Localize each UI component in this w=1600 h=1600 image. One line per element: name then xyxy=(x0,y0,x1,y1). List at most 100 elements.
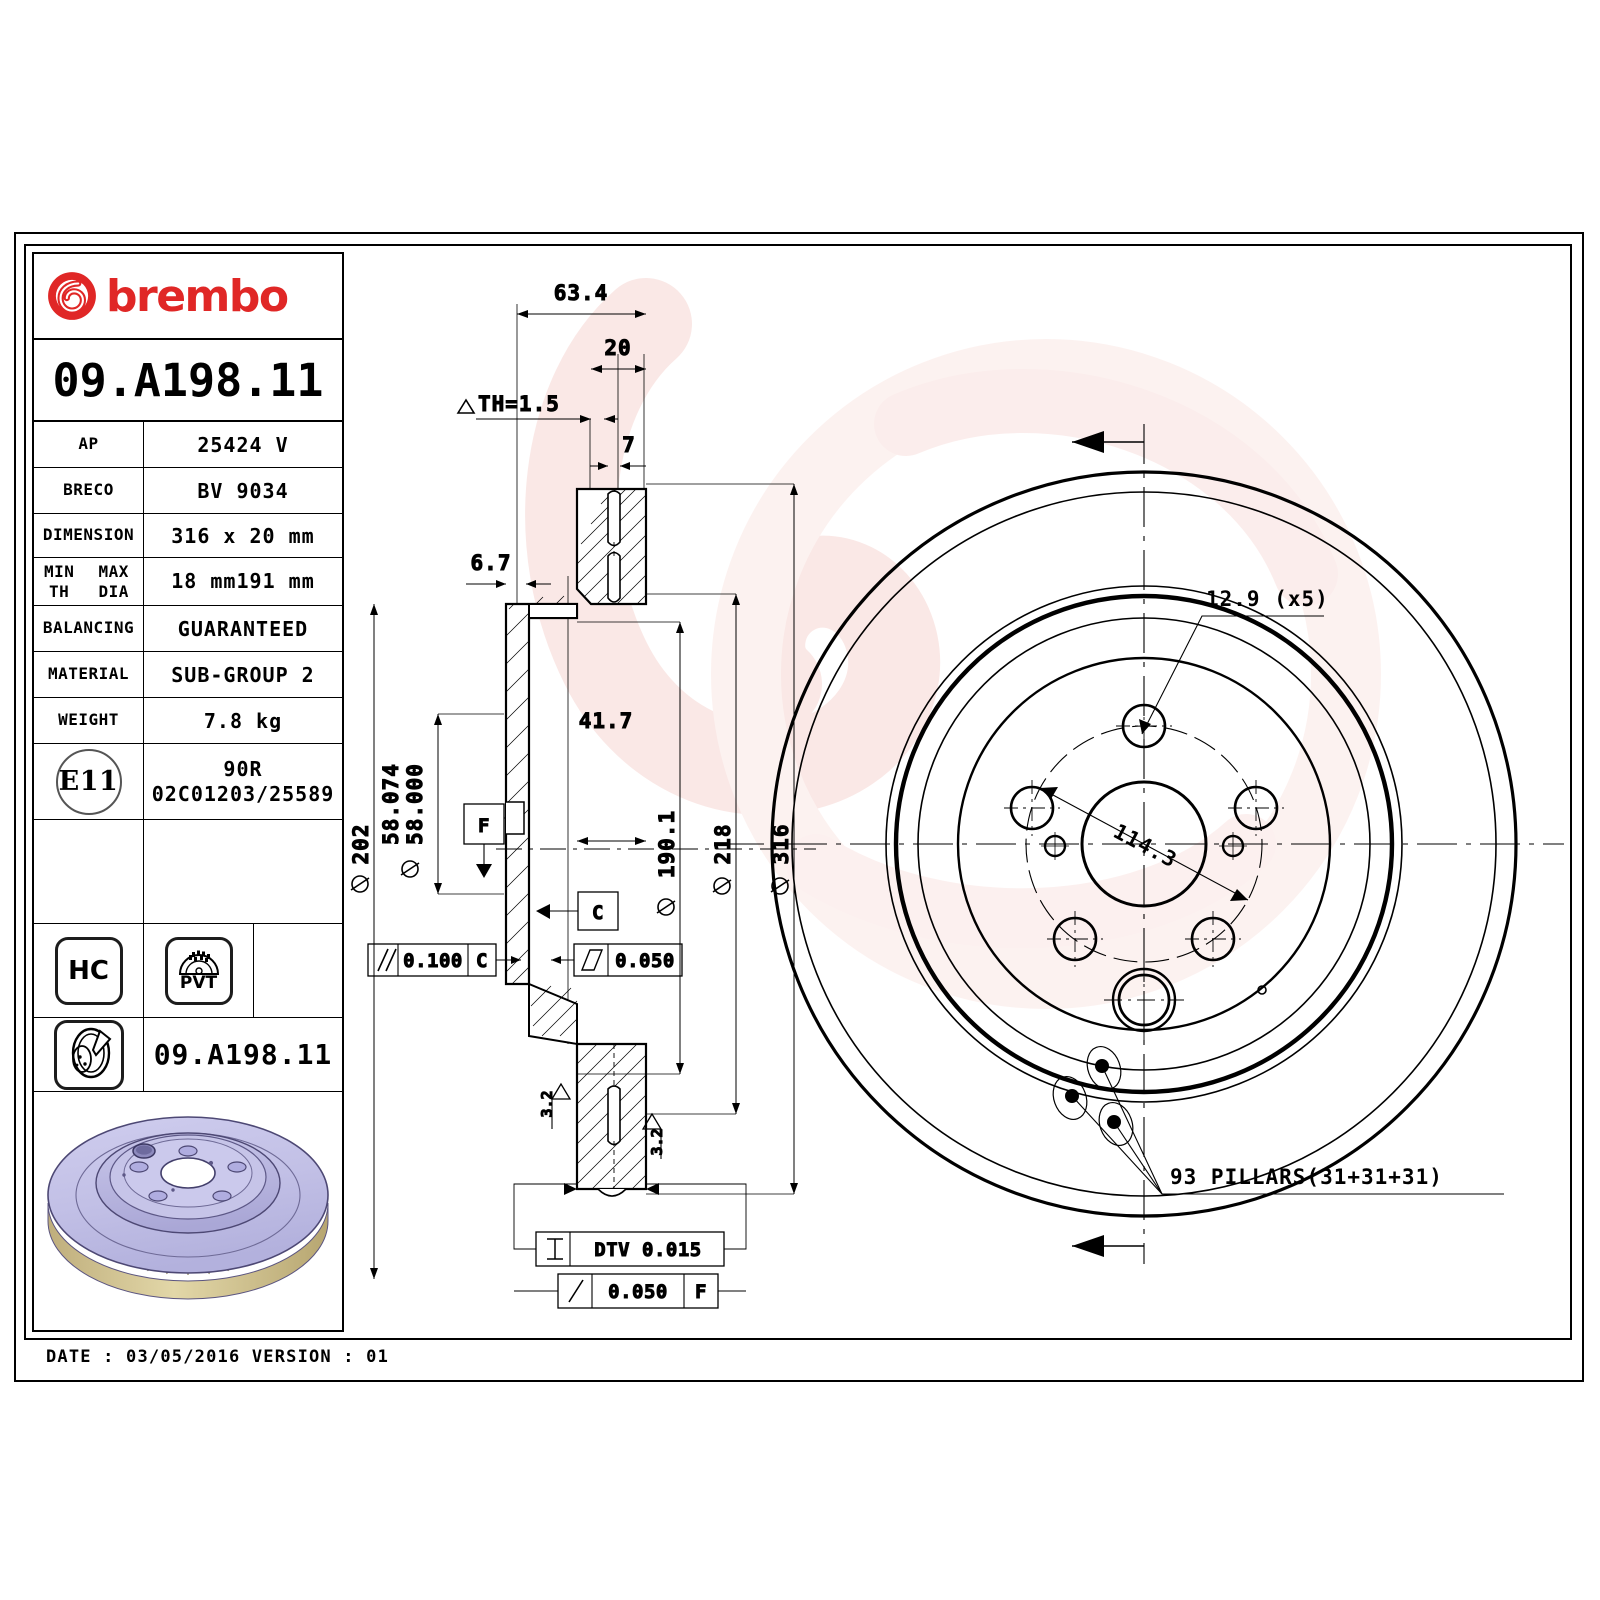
brake-disc-icon xyxy=(53,1019,124,1090)
tol-flatness-value: 0.050 xyxy=(615,950,675,972)
drawing-canvas: 63.4 20 TH=1.5 xyxy=(346,244,1572,1340)
date-version-footer: DATE : 03/05/2016 VERSION : 01 xyxy=(46,1347,390,1367)
row-value-material: SUB-GROUP 2 xyxy=(171,662,315,687)
pvt-badge-label: PVT xyxy=(179,973,218,993)
table-row: DIMENSION 316 x 20 mm xyxy=(34,514,342,558)
row-label-dimension: DIMENSION xyxy=(34,514,144,557)
dim-label-hat-depth: 41.7 xyxy=(579,709,634,733)
section-arrow-top xyxy=(1072,431,1144,453)
brand-logo: brembo xyxy=(34,254,342,340)
dim-6-7: 6.7 xyxy=(466,551,551,588)
bolt-hole xyxy=(1185,911,1241,967)
table-row-badges: HC PVT xyxy=(34,924,342,1018)
disc-icon-cell xyxy=(34,1018,144,1091)
tol-parallelism-value: 0.100 xyxy=(403,950,463,972)
hc-badge-icon: HC xyxy=(54,936,123,1005)
row-label-breco: BRECO xyxy=(34,468,144,513)
tol-runout-datum: F xyxy=(695,1281,707,1303)
blank-value-cell xyxy=(144,820,342,923)
roughness-marks: 3.2 3.2 xyxy=(538,1082,667,1159)
row-value-balancing: GUARANTEED xyxy=(177,616,309,641)
e11-approval-icon: E11 xyxy=(55,748,122,815)
row-label-balancing: BALANCING xyxy=(34,606,144,651)
section-arrow-bottom xyxy=(1072,1235,1144,1257)
title-block: brembo 09.A198.11 AP 25424 V BRECO BV 90… xyxy=(32,252,344,1332)
dim-label-bore-max: 58.074 xyxy=(379,763,403,845)
bolt-hole xyxy=(1004,780,1060,836)
part-number-header: 09.A198.11 xyxy=(34,340,342,422)
dim-dia-bore: 58.074 58.000 xyxy=(379,713,504,895)
diameter-symbol-190 xyxy=(656,898,676,916)
dim-dia-202: 202 xyxy=(349,604,378,1279)
tolerance-frame-parallelism: 0.100 C xyxy=(367,943,521,977)
diameter-symbol-218 xyxy=(712,877,732,895)
roughness-label-left: 3.2 xyxy=(538,1090,556,1117)
table-row: MATERIAL SUB-GROUP 2 xyxy=(34,652,342,698)
disc-part-number: 09.A198.11 xyxy=(153,1037,333,1071)
dim-label-bore-min: 58.000 xyxy=(403,763,427,845)
callout-bolt-dia: 12.9 (x5) xyxy=(1139,587,1329,735)
dim-label-dia-218: 218 xyxy=(711,824,735,865)
tol-runout-value: 0.050 xyxy=(608,1281,668,1303)
bolt-hole xyxy=(1047,911,1103,967)
disc-3d-render xyxy=(47,1116,329,1300)
brand-name: brembo xyxy=(106,270,289,322)
homologation-line1: 90R xyxy=(223,756,263,781)
table-row-homologation: E11 90R 02C01203/25589 xyxy=(34,744,342,820)
pvt-disc-icon xyxy=(178,950,219,975)
table-row: BRECO BV 9034 xyxy=(34,468,342,514)
dim-label-dia-190: 190.1 xyxy=(655,810,679,878)
pilot-hole xyxy=(1219,832,1247,860)
pilot-hole xyxy=(1041,832,1069,860)
homologation-line2: 02C01203/25589 xyxy=(151,781,335,806)
front-view: 12.9 (x5) 114.3 xyxy=(724,424,1564,1264)
table-row-disc-mark: 09.A198.11 xyxy=(34,1018,342,1092)
diameter-symbol-202 xyxy=(350,875,370,893)
pvt-badge-icon: PVT xyxy=(164,936,233,1005)
row-label-weight: WEIGHT xyxy=(34,698,144,743)
datum-c: C xyxy=(536,891,619,931)
hc-badge-cell: HC xyxy=(34,924,144,1017)
homologation-number: 90R 02C01203/25589 xyxy=(144,744,342,819)
table-row: AP 25424 V xyxy=(34,422,342,468)
dim-label-th: TH=1.5 xyxy=(478,392,560,416)
disc-section-web xyxy=(528,603,578,619)
tol-dtv-value: DTV 0.015 xyxy=(594,1239,701,1261)
row-value-breco: BV 9034 xyxy=(197,478,289,503)
dim-7: 7 xyxy=(590,433,646,470)
callout-label-pcd: 114.3 xyxy=(1110,819,1182,872)
dim-41-7: 41.7 xyxy=(577,709,646,845)
table-row: BALANCING GUARANTEED xyxy=(34,606,342,652)
dim-label-dia-202: 202 xyxy=(349,824,373,865)
brembo-watermark xyxy=(525,278,1381,1009)
dim-label-overall-width: 63.4 xyxy=(554,281,609,305)
datum-c-label: C xyxy=(592,902,604,924)
blank-label-cell xyxy=(34,820,144,923)
callout-label-bolt-dia: 12.9 (x5) xyxy=(1206,587,1329,611)
table-row-blank xyxy=(34,820,342,924)
e11-mark-cell: E11 xyxy=(34,744,144,819)
pvt-badge-cell: PVT xyxy=(144,924,254,1017)
tol-parallelism-datum: C xyxy=(476,950,488,972)
small-mark xyxy=(1257,985,1267,995)
row-label-ap: AP xyxy=(34,422,144,467)
pilot-holes xyxy=(1041,832,1247,860)
row-label-material: MATERIAL xyxy=(34,652,144,697)
tolerance-frame-dtv: DTV 0.015 xyxy=(535,1231,725,1267)
disc-render-photo xyxy=(34,1092,342,1310)
diameter-symbol-bore xyxy=(400,860,420,878)
row-value-ap: 25424 V xyxy=(197,432,289,457)
dim-dia-190: 190.1 xyxy=(577,621,684,1075)
dim-dia-218: 218 xyxy=(646,593,740,1115)
tolerance-frame-runout: 0.050 F xyxy=(557,1273,719,1309)
cross-section-view: 63.4 20 TH=1.5 xyxy=(349,281,816,1309)
table-row: WEIGHT 7.8 kg xyxy=(34,698,342,744)
disc-section-bottom xyxy=(575,1042,648,1197)
roughness-label-right: 3.2 xyxy=(648,1128,666,1155)
datum-f-label: F xyxy=(478,815,490,837)
centre-bore xyxy=(1080,780,1208,908)
